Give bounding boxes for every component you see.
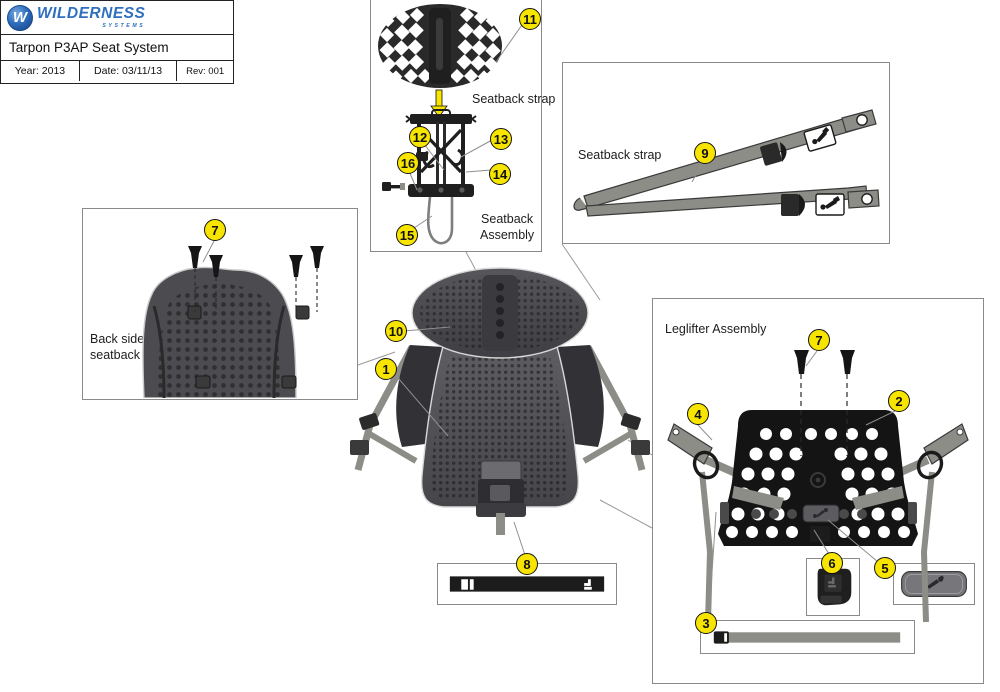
callout-13[interactable]: 13	[490, 128, 512, 150]
label-seatback-strap-panel: Seatback strap	[578, 148, 662, 162]
seat-center-buckle	[476, 460, 526, 535]
leglifter-rivets	[794, 350, 855, 456]
label-seatback-assembly: Seatback Assembly	[480, 212, 535, 242]
callout-2[interactable]: 2	[888, 390, 910, 412]
callout-3[interactable]: 3	[695, 612, 717, 634]
callout-4[interactable]: 4	[687, 403, 709, 425]
callout-10[interactable]: 10	[385, 320, 407, 342]
callout-7-backside[interactable]: 7	[204, 219, 226, 241]
callout-9[interactable]: 9	[694, 142, 716, 164]
rev-field: Rev: 001	[186, 65, 225, 77]
bail-loop	[426, 196, 454, 245]
seatback-strap-graphic	[573, 109, 880, 217]
callout-11[interactable]: 11	[519, 8, 541, 30]
date-field: Date: 03/11/13	[80, 61, 178, 81]
brand-name: WILDERNESS	[37, 5, 146, 23]
seatback-assembly-graphic	[378, 4, 502, 245]
callout-6[interactable]: 6	[821, 552, 843, 574]
brand-subtitle: SYSTEMS	[102, 22, 146, 29]
callout-12[interactable]: 12	[409, 126, 431, 148]
title-block: W WILDERNESS SYSTEMS Tarpon P3AP Seat Sy…	[0, 0, 234, 84]
part-5-panel	[893, 563, 975, 605]
callout-7-leglifter[interactable]: 7	[808, 329, 830, 351]
leglifter-strap-graphic	[713, 631, 901, 644]
callout-8[interactable]: 8	[516, 553, 538, 575]
bolt-and-spacer	[382, 182, 405, 191]
leglifter-graphic	[667, 350, 969, 623]
seatback-frame	[405, 109, 477, 197]
callout-1[interactable]: 1	[375, 358, 397, 380]
label-seatback-strap-top: Seatback strap	[472, 92, 556, 106]
callout-14[interactable]: 14	[489, 163, 511, 185]
logo-badge-graphic	[901, 571, 967, 597]
document-title: Tarpon P3AP Seat System	[1, 35, 233, 61]
seat-strap-graphic	[449, 576, 605, 592]
wilderness-w-icon: W	[7, 4, 33, 31]
title-block-meta: Year: 2013 Date: 03/11/13 Rev: 001	[1, 61, 233, 81]
assembly-direction-arrow	[430, 89, 448, 118]
brand-logo: W WILDERNESS SYSTEMS	[1, 1, 233, 35]
backside-pad-graphic	[142, 246, 324, 398]
year-field: Year: 2013	[1, 61, 80, 81]
callout-15[interactable]: 15	[396, 224, 418, 246]
main-seat-assembly	[350, 267, 650, 535]
callout-5[interactable]: 5	[874, 557, 896, 579]
callout-16[interactable]: 16	[397, 152, 419, 174]
strap-3-panel	[700, 620, 915, 654]
buckle-clip-graphic	[817, 568, 852, 606]
seatback-lattice-frame	[378, 4, 502, 88]
push-rivets-group	[188, 246, 324, 313]
label-leglifter-assembly: Leglifter Assembly	[665, 322, 767, 336]
